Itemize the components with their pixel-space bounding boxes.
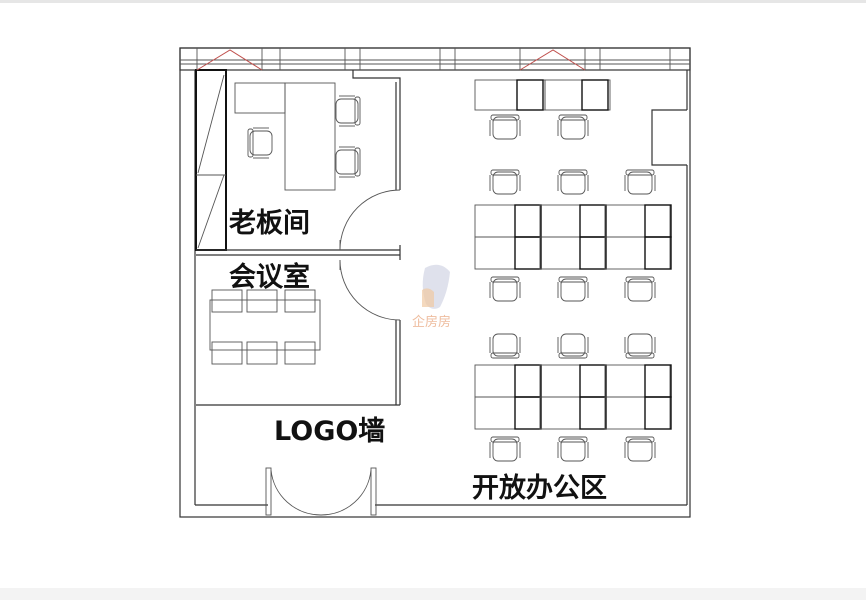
desk-return <box>581 79 609 111</box>
windows <box>180 48 690 71</box>
chair <box>489 114 521 140</box>
desk-return <box>514 204 542 238</box>
desk <box>604 236 671 270</box>
chair <box>335 146 361 178</box>
desk-return <box>644 364 672 398</box>
chair <box>624 333 656 359</box>
chair <box>335 95 361 127</box>
meeting-chair <box>211 289 243 313</box>
doors <box>265 189 401 516</box>
meeting-room-door[interactable] <box>339 259 401 321</box>
desk-return <box>514 364 542 398</box>
desk-return <box>644 236 672 270</box>
desk-return <box>579 364 607 398</box>
chair <box>557 169 589 195</box>
desk-return <box>644 204 672 238</box>
chair <box>624 169 656 195</box>
chair <box>557 436 589 462</box>
desk-return <box>644 396 672 430</box>
watermark: 企房房 <box>412 264 451 330</box>
chair <box>557 276 589 302</box>
desk <box>474 204 541 238</box>
desk <box>539 396 606 430</box>
meeting-table <box>209 299 321 351</box>
desk-return <box>579 204 607 238</box>
label-logo-wall: LOGO墙 <box>274 416 385 447</box>
chair <box>489 276 521 302</box>
chair <box>557 333 589 359</box>
chair <box>247 127 273 159</box>
boss-cabinet <box>234 82 286 114</box>
label-meeting-room: 会议室 <box>229 261 310 293</box>
chair <box>557 114 589 140</box>
chair <box>489 436 521 462</box>
meeting-chair <box>284 341 316 365</box>
desk <box>604 396 671 430</box>
meeting-chair <box>246 289 278 313</box>
desk <box>539 236 606 270</box>
meeting-chair <box>284 289 316 313</box>
entrance-door-right[interactable] <box>320 469 372 516</box>
chair <box>489 169 521 195</box>
desk <box>474 396 541 430</box>
desk <box>474 236 541 270</box>
furniture <box>209 82 336 351</box>
desk <box>604 204 671 238</box>
chair <box>489 333 521 359</box>
desk <box>474 364 541 398</box>
desk-return <box>579 396 607 430</box>
desk <box>539 204 606 238</box>
desk-return <box>516 79 544 111</box>
desk <box>539 364 606 398</box>
desk-return <box>579 236 607 270</box>
entrance-door-left[interactable] <box>270 469 322 516</box>
desk-return <box>514 396 542 430</box>
chair <box>624 436 656 462</box>
top-border <box>0 0 866 3</box>
boss-desk <box>284 82 336 191</box>
chair <box>624 276 656 302</box>
chairs <box>211 95 656 462</box>
desk <box>544 79 611 111</box>
watermark-text: 企房房 <box>412 314 451 330</box>
label-open-office: 开放办公区 <box>472 472 607 504</box>
label-boss-office: 老板间 <box>229 208 310 239</box>
meeting-chair <box>246 341 278 365</box>
meeting-chair <box>211 341 243 365</box>
boss-office-door[interactable] <box>339 189 401 251</box>
walls <box>179 47 691 518</box>
desk <box>604 364 671 398</box>
desk <box>474 79 546 111</box>
open-office-desks <box>474 79 672 430</box>
desk-return <box>514 236 542 270</box>
bottom-border <box>0 588 866 600</box>
